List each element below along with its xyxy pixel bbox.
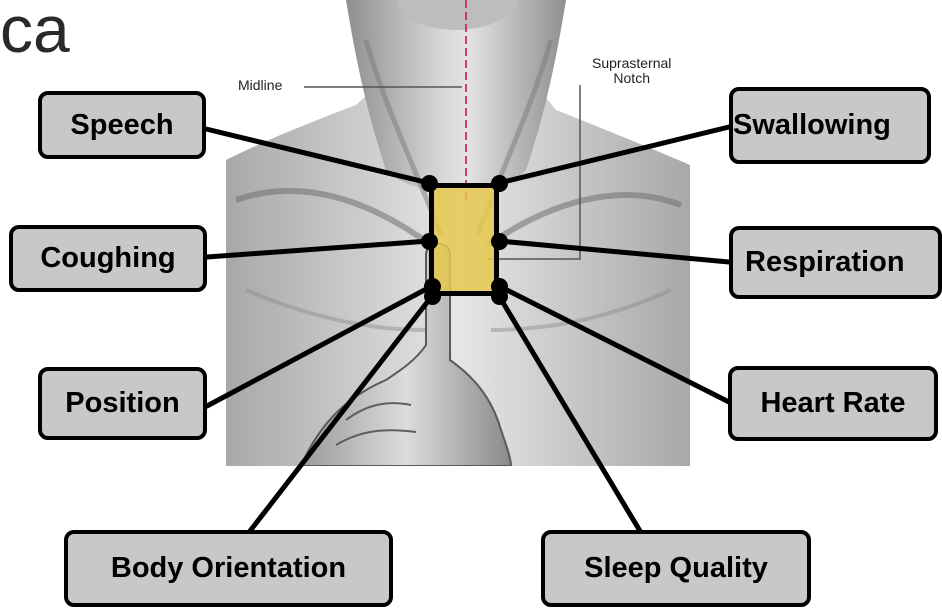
label-body-orientation: Body Orientation — [64, 530, 393, 607]
label-respiration: Respiration — [729, 226, 942, 299]
label-coughing: Coughing — [9, 225, 207, 292]
label-swallowing: Swallowing — [729, 87, 931, 164]
midline-label: Midline — [238, 78, 282, 93]
label-position: Position — [38, 367, 207, 440]
node-bottom-left-lower — [424, 288, 441, 305]
slide-title-fragment: ca — [0, 0, 70, 62]
notch-label-line1: Suprasternal — [592, 56, 671, 71]
sensor-patch — [429, 183, 499, 296]
node-top-left — [421, 175, 438, 192]
suprasternal-notch-label: Suprasternal Notch — [592, 56, 671, 85]
node-mid-left — [421, 233, 438, 250]
node-bottom-right-lower — [491, 288, 508, 305]
label-speech: Speech — [38, 91, 206, 159]
node-mid-right — [491, 233, 508, 250]
node-top-right — [491, 175, 508, 192]
label-sleep-quality: Sleep Quality — [541, 530, 811, 607]
notch-label-line2: Notch — [592, 71, 671, 86]
label-heart-rate: Heart Rate — [728, 366, 938, 441]
